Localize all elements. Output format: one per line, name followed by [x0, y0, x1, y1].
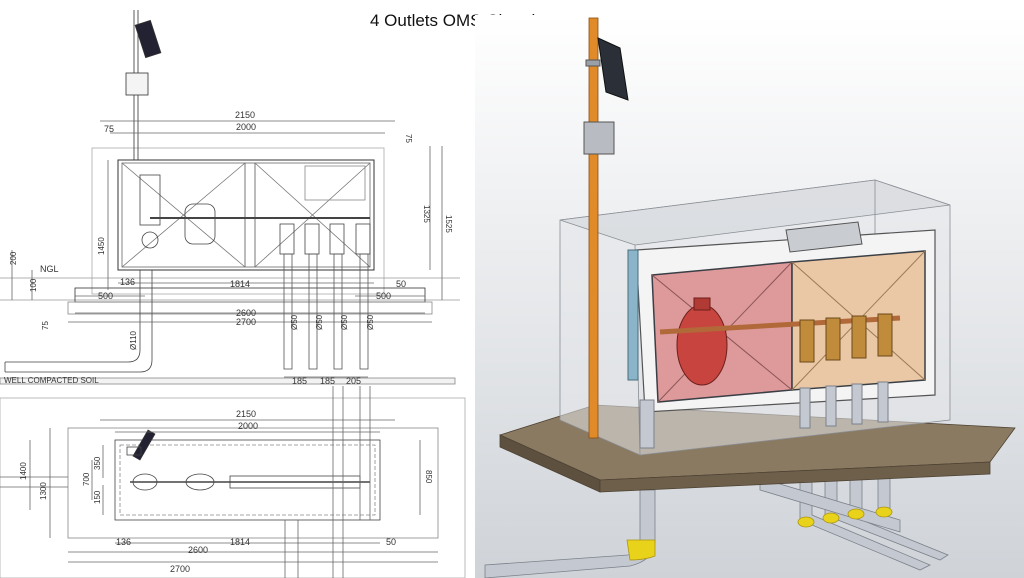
dim-1325: 1325: [422, 205, 431, 223]
plan-dim-136: 136: [116, 537, 131, 547]
elevation-view: [0, 10, 460, 385]
soil-label: WELL COMPACTED SOIL: [4, 376, 99, 385]
dim-75-base: 75: [41, 321, 50, 330]
plan-dim-150: 150: [93, 490, 102, 504]
plan-dim-50: 50: [386, 537, 396, 547]
dim-185b: 185: [320, 376, 335, 386]
outlet-label-3: Ø50: [340, 314, 349, 330]
dim-100: 100: [29, 278, 38, 292]
underground-pipes: [484, 469, 949, 578]
dim-500-left: 500: [98, 291, 113, 301]
outlet-label-1: Ø50: [290, 314, 299, 330]
dim-136: 136: [120, 277, 135, 287]
plan-view: [0, 386, 466, 578]
dim-185a: 185: [292, 376, 307, 386]
plan-dim-2150: 2150: [236, 409, 256, 419]
render-3d: [475, 15, 1024, 578]
dim-205: 205: [346, 376, 361, 386]
dim-1525: 1525: [444, 215, 453, 233]
solar-mast: [583, 17, 629, 439]
plan-dim-350: 350: [93, 456, 102, 470]
plan-dim-1400: 1400: [19, 462, 28, 480]
dim-2700: 2700: [236, 317, 256, 327]
dim-2150: 2150: [235, 110, 255, 120]
outlet-label-2: Ø50: [315, 314, 324, 330]
plan-dim-2700: 2700: [170, 564, 190, 574]
outlet-label-4: Ø50: [366, 314, 375, 330]
plan-dim-2600: 2600: [188, 545, 208, 555]
cabinet: [627, 221, 936, 449]
dim-75-left: 75: [104, 124, 114, 134]
plan-dim-850: 850: [424, 470, 433, 484]
dim-110: Ø110: [129, 330, 138, 350]
dim-500-right: 500: [376, 291, 391, 301]
dim-50: 50: [396, 279, 406, 289]
plan-dim-1300: 1300: [39, 482, 48, 500]
plan-dim-700: 700: [82, 472, 91, 486]
ngl-label: NGL: [40, 264, 59, 274]
dim-2000: 2000: [236, 122, 256, 132]
plan-dim-2000: 2000: [238, 421, 258, 431]
dim-200: 200: [9, 251, 18, 265]
dim-75-right: 75: [404, 134, 413, 143]
dim-1450: 1450: [97, 237, 106, 255]
dim-2600: 2600: [236, 308, 256, 318]
dim-1814: 1814: [230, 279, 250, 289]
plan-dim-1814: 1814: [230, 537, 250, 547]
